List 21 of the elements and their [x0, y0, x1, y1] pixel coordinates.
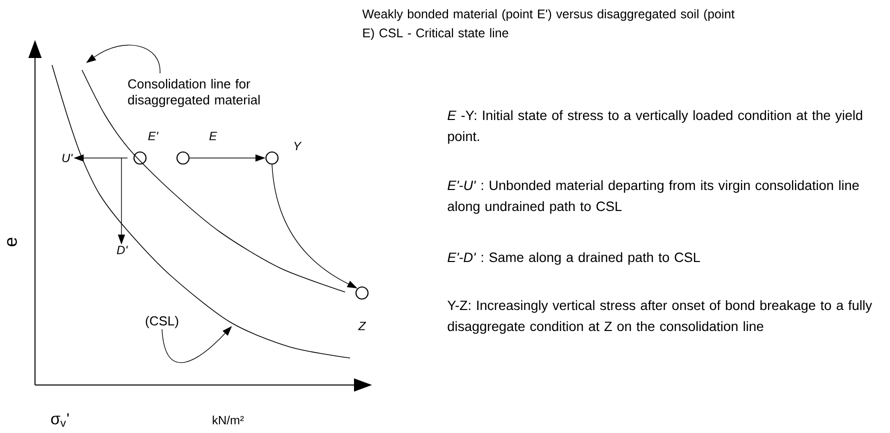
state-point	[176, 151, 190, 165]
state-point	[133, 151, 147, 165]
description: E'-D' : Same along a drained path to CSL	[448, 252, 700, 265]
point-label: U'	[62, 154, 73, 162]
curve-label: Consolidation line for disaggregated material	[128, 78, 260, 108]
point-label: Z	[358, 322, 366, 330]
description: E'-U' : Unbonded material departing from its virgin consolidation line along undrained path to CSL	[448, 180, 859, 214]
description: Y-Z: Increasingly vertical stress after onset of bond breakage to a fully disaggregate condition at Z on the consolidation line	[448, 300, 872, 334]
point-label: Y	[294, 142, 302, 150]
point-label: E	[209, 132, 218, 140]
axis-label: e	[7, 238, 17, 246]
state-point	[265, 151, 279, 165]
heading: Weakly bonded material (point E') versus disaggregated soil (point E) CSL - Critical state line	[362, 9, 735, 40]
curve-label: (CSL)	[146, 316, 178, 328]
unit-label: kN/m²	[212, 416, 244, 424]
leader-line	[162, 326, 232, 363]
description: E -Y: Initial state of stress to a vertically loaded condition at the yield point.	[448, 110, 862, 144]
point-label: D'	[116, 246, 128, 254]
state-point	[355, 286, 369, 300]
axis-label: σ$_{v}$'	[51, 413, 69, 427]
point-label: E'	[148, 132, 158, 140]
